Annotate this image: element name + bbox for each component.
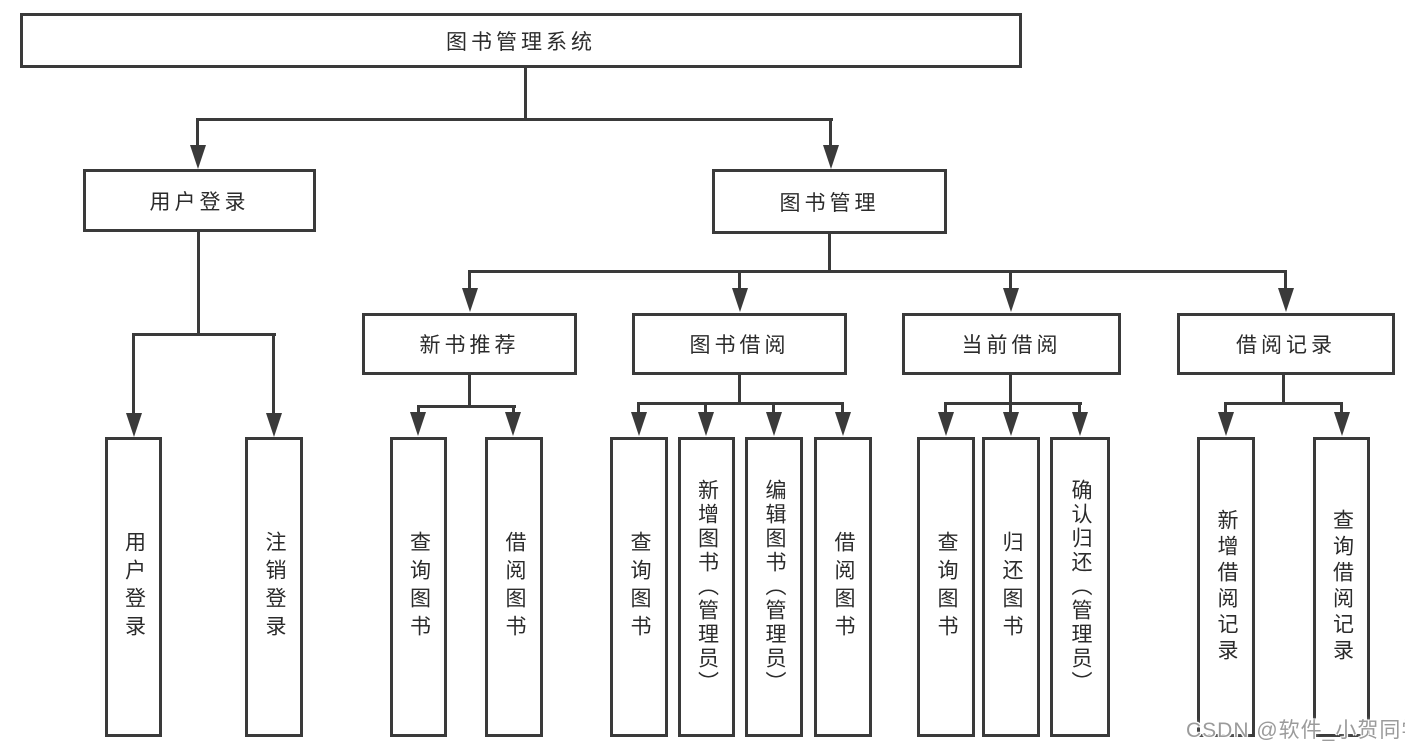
connector-rec-borrow-stem	[512, 405, 515, 415]
csdn-watermark: CSDN @软件_小贺同学	[1186, 719, 1405, 742]
arrow-to-cb-confirm	[1072, 412, 1088, 436]
connector-user-login-down	[197, 232, 200, 336]
arrow-to-rec-borrow	[505, 412, 521, 436]
node-leaf-cb-confirm-return: 确认归还（管理员）	[1050, 437, 1110, 737]
connector-bb-add-stem	[704, 402, 707, 414]
connector-book-mgmt-bar	[468, 270, 1286, 273]
node-leaf-user-login: 用户登录	[105, 437, 162, 737]
arrow-to-new-book-rec	[462, 288, 478, 312]
connector-new-book-rec-down	[468, 375, 471, 408]
arrow-to-leaf-logout	[266, 413, 282, 437]
node-leaf-bb-query-book: 查询图书	[610, 437, 668, 737]
connector-root-stem	[524, 66, 527, 121]
arrow-to-bb-edit	[766, 412, 782, 436]
node-leaf-logout: 注销登录	[245, 437, 303, 737]
connector-user-login-bar	[132, 333, 276, 336]
arrow-to-cb-query	[938, 412, 954, 436]
connector-rec-query-stem	[417, 405, 420, 415]
arrow-to-user-login	[190, 145, 206, 169]
connector-cb-return-stem	[1009, 402, 1012, 414]
node-leaf-bb-borrow-book: 借阅图书	[814, 437, 872, 737]
arrow-to-leaf-user-login	[126, 413, 142, 437]
connector-current-borrow-down	[1009, 375, 1012, 405]
connector-borrow-record-stem	[1284, 270, 1287, 290]
arrow-to-br-add	[1218, 412, 1234, 436]
node-leaf-cb-query-book: 查询图书	[917, 437, 975, 737]
arrow-to-book-borrow	[732, 288, 748, 312]
arrow-to-br-query	[1334, 412, 1350, 436]
arrow-to-bb-borrow	[835, 412, 851, 436]
node-leaf-br-add-record: 新增借阅记录	[1197, 437, 1255, 737]
connector-book-mgmt-stem	[829, 118, 832, 148]
node-leaf-br-query-record: 查询借阅记录	[1313, 437, 1370, 737]
connector-new-book-rec-bar	[417, 405, 516, 408]
node-book-borrow: 图书借阅	[632, 313, 847, 375]
node-borrow-record: 借阅记录	[1177, 313, 1395, 375]
node-leaf-bb-add-book: 新增图书（管理员）	[678, 437, 735, 737]
connector-bb-query-stem	[637, 402, 640, 414]
connector-book-mgmt-down	[828, 234, 831, 273]
connector-bb-borrow-stem	[841, 402, 844, 414]
connector-br-query-stem	[1340, 402, 1343, 414]
connector-book-borrow-stem	[738, 270, 741, 290]
arrow-to-cb-return	[1003, 412, 1019, 436]
node-leaf-cb-return-book: 归还图书	[982, 437, 1040, 737]
arrow-to-borrow-record	[1278, 288, 1294, 312]
arrow-to-rec-query	[410, 412, 426, 436]
connector-leaf-logout-stem	[272, 333, 275, 415]
arrow-to-bb-add	[698, 412, 714, 436]
node-leaf-rec-borrow-book: 借阅图书	[485, 437, 543, 737]
node-user-login: 用户登录	[83, 169, 316, 232]
connector-book-borrow-bar	[637, 402, 844, 405]
connector-cb-query-stem	[944, 402, 947, 414]
connector-root-bar	[196, 118, 833, 121]
connector-cb-confirm-stem	[1078, 402, 1081, 414]
node-root: 图书管理系统	[20, 13, 1022, 68]
connector-leaf-user-login-stem	[132, 333, 135, 415]
connector-current-borrow-stem	[1009, 270, 1012, 290]
connector-user-login-stem	[196, 118, 199, 148]
arrow-to-current-borrow	[1003, 288, 1019, 312]
connector-book-borrow-down	[738, 375, 741, 405]
node-book-mgmt: 图书管理	[712, 169, 947, 234]
connector-borrow-record-down	[1282, 375, 1285, 405]
connector-new-book-rec-stem	[468, 270, 471, 290]
connector-bb-edit-stem	[772, 402, 775, 414]
connector-current-borrow-bar	[944, 402, 1082, 405]
connector-br-add-stem	[1224, 402, 1227, 414]
node-leaf-rec-query-book: 查询图书	[390, 437, 447, 737]
connector-borrow-record-bar	[1224, 402, 1343, 405]
node-current-borrow: 当前借阅	[902, 313, 1121, 375]
node-leaf-bb-edit-book: 编辑图书（管理员）	[745, 437, 803, 737]
node-new-book-rec: 新书推荐	[362, 313, 577, 375]
arrow-to-bb-query	[631, 412, 647, 436]
arrow-to-book-mgmt	[823, 145, 839, 169]
